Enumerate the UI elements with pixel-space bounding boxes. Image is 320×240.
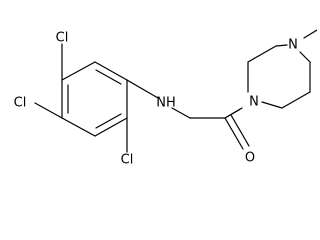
- atom-label-cl-top: Cl: [56, 31, 69, 46]
- piperazine-ring: [224, 29, 317, 120]
- bond-n2-right: [299, 51, 311, 63]
- molecule-structure: Cl Cl Cl NH N N O: [14, 29, 317, 168]
- bond-c3-c4: [94, 117, 128, 137]
- atom-label-o: O: [245, 151, 255, 166]
- bond-c4-c5: [61, 117, 96, 137]
- bond-left-up-top: [247, 45, 277, 63]
- bond-carbonyl-o-1: [224, 117, 244, 150]
- atom-label-n-amide: N: [249, 95, 259, 110]
- bond-carbonyl-n1: [224, 107, 243, 119]
- bond-bottom-n1: [261, 101, 283, 109]
- bond-c5-cl-left: [34, 102, 63, 119]
- atom-label-cl-bottom: Cl: [121, 153, 134, 168]
- atom-label-n-methyl: N: [288, 38, 298, 53]
- bond-nh-ch2: [171, 107, 191, 119]
- bond-top-n2: [275, 44, 288, 47]
- bond-carbonyl-o-2: [230, 114, 250, 147]
- atom-label-nh: NH: [156, 96, 176, 111]
- bond-right-down-bottom: [281, 91, 311, 109]
- bond-c2-nh: [126, 79, 159, 99]
- bond-inner-c3-c4: [95, 113, 122, 129]
- bond-c1-c2: [94, 61, 128, 81]
- atom-labels: Cl Cl Cl NH N N O: [14, 31, 298, 168]
- atom-label-cl-left: Cl: [14, 96, 27, 111]
- bond-c6-c1: [61, 61, 96, 81]
- bond-n2-methyl: [303, 29, 317, 39]
- bond-inner-c1-c2: [95, 69, 122, 85]
